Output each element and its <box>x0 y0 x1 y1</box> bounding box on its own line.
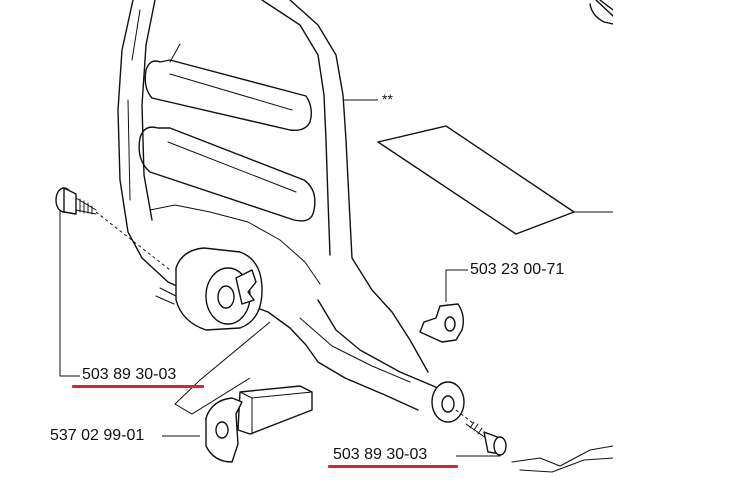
leader-clip-part <box>445 269 468 302</box>
shield-plate <box>377 125 575 235</box>
screw-bottom <box>465 421 507 456</box>
screw-left <box>55 187 97 215</box>
part-number-label: 537 02 99-01 <box>50 427 145 444</box>
note-mark-label: ** <box>382 91 393 107</box>
bottom-pivot <box>431 381 465 423</box>
partial-part-bottom-right <box>511 445 613 473</box>
bottom-screw-dashed-axis <box>455 409 475 425</box>
screw-left-dashed-axis <box>95 211 171 271</box>
exploded-view-drawing <box>55 0 613 473</box>
hand-guard <box>117 0 439 411</box>
part-number-label: 503 23 00-71 <box>470 261 565 278</box>
bushing-part <box>205 385 313 463</box>
leader-screw-left <box>59 210 80 377</box>
partial-part-top-right <box>589 0 613 25</box>
clip-part <box>419 303 465 343</box>
highlight-underline <box>72 385 204 388</box>
part-number-label: 503 89 30-03 <box>82 366 177 383</box>
leader-box-left <box>174 321 271 415</box>
part-number-label: 503 89 30-03 <box>333 446 428 463</box>
leader-screw-bottom <box>456 454 501 457</box>
pivot-block <box>155 247 263 331</box>
highlight-underline <box>328 465 458 468</box>
